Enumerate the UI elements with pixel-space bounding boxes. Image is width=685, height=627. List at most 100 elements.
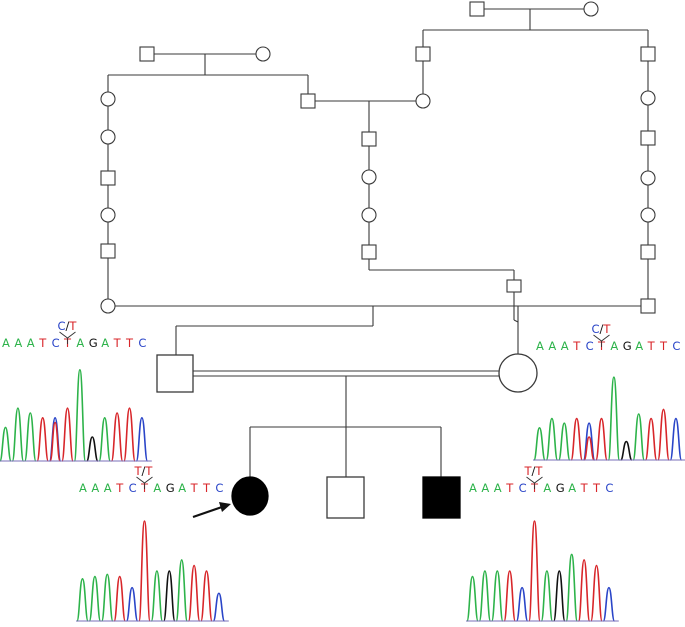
base-letter: A [561,339,569,353]
base-letter: A [568,481,576,495]
trace-peak [669,417,683,461]
genotype-bracket [136,476,153,489]
trace-peak [515,586,529,622]
base-letter: A [14,336,22,350]
male-symbol [506,279,522,293]
genotype-bracket [59,331,76,344]
male-symbol [415,46,431,62]
base-letter: T [202,481,211,495]
male-symbol [361,131,377,147]
base-letter: G [89,336,98,350]
base-letter: C [586,339,594,353]
trace-peak [657,408,670,461]
base-letter: C [605,481,613,495]
genotype-bracket [593,334,610,347]
male-symbol [640,244,656,260]
trace-peak [503,570,516,622]
trace-peak [36,417,49,462]
base-letter: G [556,481,565,495]
trace-peak [595,417,608,461]
trace-peak [86,436,99,462]
base-letter: A [153,481,161,495]
base-letter: T [505,481,514,495]
genotype-label: C/T [592,322,612,336]
trace-peak [73,369,87,462]
proband-arrow-icon [192,502,231,519]
base-letter: T [113,336,122,350]
female-symbol [640,207,656,223]
trace-peak [113,575,126,622]
trace-peak [533,427,546,461]
trace-peak [632,413,645,461]
female-symbol [255,46,271,62]
base-letter: A [481,481,489,495]
trace-peak [61,407,74,462]
trace-peak [11,407,25,462]
base-letter: G [623,339,632,353]
female-symbol [415,93,431,109]
trace-peak [565,553,578,622]
father-symbol [156,354,194,393]
trace-peak [175,559,188,622]
base-letter: T [659,339,668,353]
trace-peak [88,575,102,622]
trace-peak [644,417,658,461]
trace-peak [553,570,566,622]
base-letter: T [572,339,581,353]
trace-peak [577,559,591,622]
trace-peak [123,407,136,462]
mother-symbol [498,353,538,393]
base-letter: A [543,481,551,495]
male-symbol [640,130,656,146]
female-symbol [361,169,377,185]
base-letter: C [215,481,223,495]
trace-peak [545,417,559,461]
genotype-label: C/T [58,319,78,333]
pedigree-symbols [100,1,656,519]
base-letter: G [166,481,175,495]
base-letter: A [610,339,618,353]
trace-peak [135,417,149,462]
trace-peak [200,570,213,622]
base-letter: A [91,481,99,495]
base-letter: C [138,336,146,350]
base-letter: A [494,481,502,495]
trace-peak-secondary [583,436,595,461]
base-letter: A [635,339,643,353]
trace-peak [558,422,571,461]
base-letter: A [27,336,35,350]
male-symbol [469,1,485,17]
genotype-label: T/T [524,464,544,478]
base-letter: T [647,339,656,353]
trace-peak [101,573,114,622]
trace-peak [76,578,89,622]
trace-peak [602,586,616,622]
trace-peak [491,570,504,622]
male-symbol [100,243,116,259]
male-symbol [100,170,116,186]
male-symbol [139,46,155,62]
base-letter: T [190,481,199,495]
base-letter: A [2,336,10,350]
affected-brother-symbol [422,476,461,519]
trace-peak [590,564,603,622]
trace-peak [163,570,176,622]
trace-peak [212,592,226,622]
genotype-bracket [526,476,543,489]
female-symbol [583,1,599,17]
trace-peak [187,564,201,622]
trace-peak [582,422,596,461]
female-symbol [640,90,656,106]
female-symbol [100,91,116,107]
base-letter: A [548,339,556,353]
female-symbol [100,207,116,223]
male-symbol [361,244,377,260]
trace-peak [540,570,554,622]
base-letter: T [125,336,134,350]
